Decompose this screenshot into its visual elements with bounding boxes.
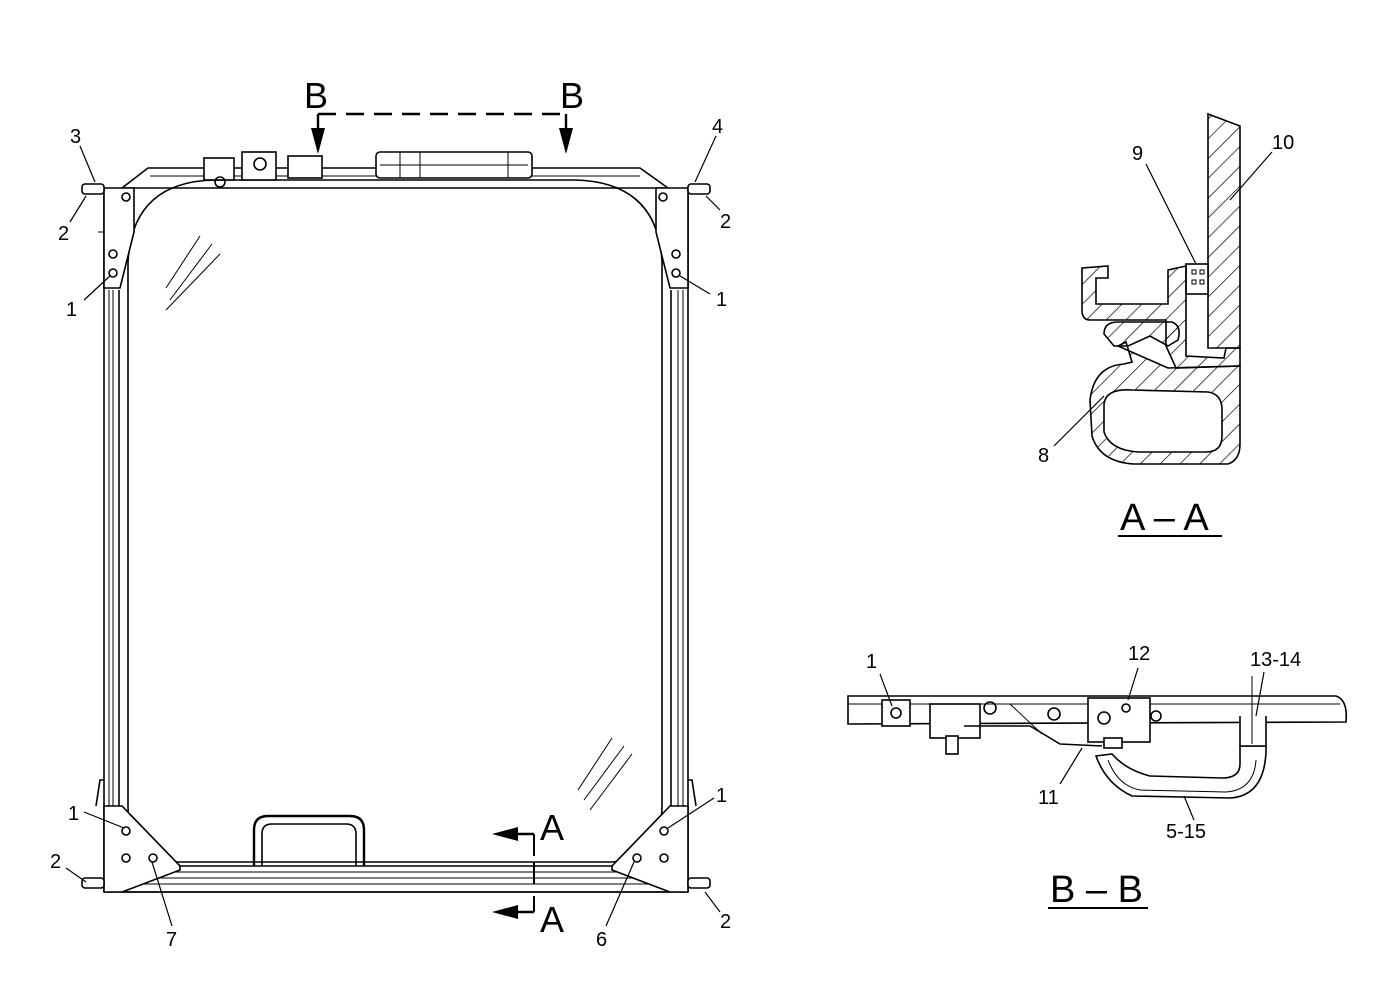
- frame-rail-section: [847, 695, 1348, 725]
- hinge-bracket-top-right: [655, 187, 689, 289]
- section-a-a-title: A – A: [1120, 497, 1209, 539]
- section-line-a-a: [492, 827, 535, 919]
- callout-2-bottom-left: 2: [50, 851, 61, 873]
- section-b-b-labels: 1 12 13-14 11 5-15 B – B: [866, 643, 1301, 911]
- callout-4: 4: [712, 116, 723, 138]
- bottom-frame-bar: [104, 865, 688, 893]
- glass-pane: [127, 179, 663, 863]
- callout-2-bottom-right: 2: [720, 911, 731, 933]
- section-a-a-labels: 9 10 8 A – A: [1038, 132, 1294, 539]
- top-latch-mechanism: [203, 151, 533, 188]
- section-marker-a-bottom: A: [540, 899, 564, 940]
- callout-1-bottom-left: 1: [68, 803, 79, 825]
- callout-2-top-left: 2: [58, 223, 69, 245]
- section-b-b-view: [847, 667, 1348, 821]
- section-a-a-view: [1053, 112, 1273, 465]
- section-b-b-title: B – B: [1050, 869, 1143, 911]
- section-line-b-b: [311, 112, 573, 154]
- callout-1-top-right: 1: [716, 289, 727, 311]
- callout-1-bottom-right: 1: [716, 785, 727, 807]
- callout-1-top-left: 1: [66, 299, 77, 321]
- section-marker-b-right: B: [560, 75, 584, 116]
- right-frame-rail: [670, 188, 689, 892]
- main-view-labels: B B A A 3 4 2 2 1 1 1 1 2 2 7 6: [50, 75, 731, 951]
- callout-7: 7: [166, 929, 177, 951]
- section-marker-b-left: B: [304, 75, 328, 116]
- callout-5-15: 5-15: [1166, 821, 1206, 843]
- left-frame-rail: [103, 188, 120, 892]
- callout-6: 6: [596, 929, 607, 951]
- window-main-view: [65, 112, 721, 927]
- callout-9: 9: [1132, 143, 1143, 165]
- hinge-pins: [81, 183, 711, 889]
- callout-3: 3: [70, 126, 81, 148]
- main-leader-lines: [65, 135, 721, 927]
- hinge-bracket-top-left: [98, 187, 135, 289]
- glass-reflection-marks: [165, 235, 633, 811]
- callout-8: 8: [1038, 445, 1049, 467]
- glass-section: [1207, 112, 1241, 349]
- seal-profile: [1185, 263, 1209, 295]
- callout-13-14: 13-14: [1250, 649, 1301, 671]
- frame-profile: [1081, 265, 1241, 369]
- handle-section: [1094, 745, 1267, 799]
- callout-11: 11: [1038, 787, 1059, 809]
- callout-1-bb: 1: [866, 651, 877, 673]
- callout-12: 12: [1128, 643, 1150, 665]
- callout-10: 10: [1272, 132, 1294, 154]
- window-handle[interactable]: [252, 814, 366, 866]
- callout-2-top-right: 2: [720, 211, 731, 233]
- section-marker-a-top: A: [540, 807, 564, 848]
